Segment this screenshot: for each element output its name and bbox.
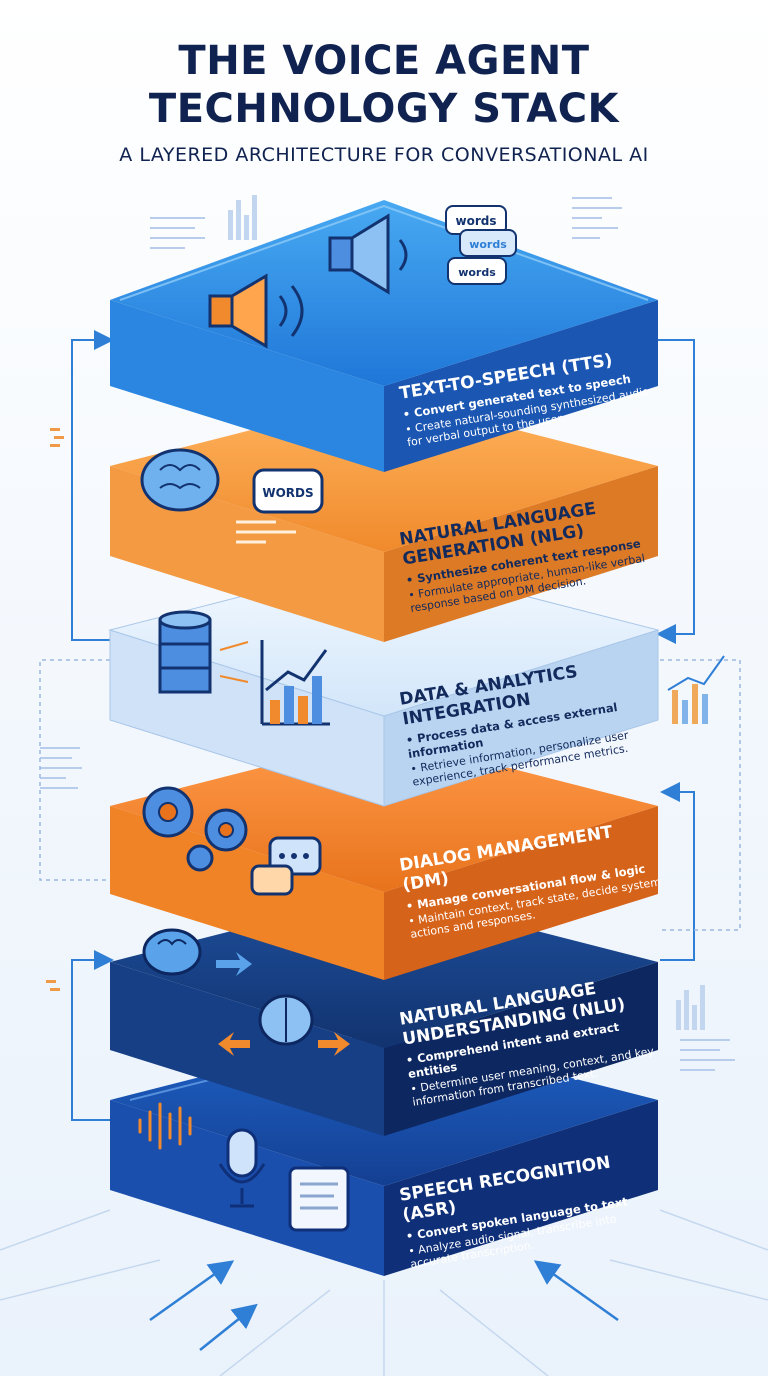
speaker-icon [208,273,304,349]
waveform-icon [138,1102,192,1150]
document-icon [288,1166,350,1232]
bar-chart-icon [260,640,330,726]
tts-words-label-3: words [458,266,496,279]
input-arrows-bottom [149,1260,619,1351]
layer-data-icons [158,610,330,726]
arrow-right-icon [216,952,252,976]
page-title-line-2: TECHNOLOGY STACK [148,86,620,132]
speaker-icon [328,213,408,295]
decor-lines-right-mid [680,1039,735,1071]
page-subtitle: A LAYERED ARCHITECTURE FOR CONVERSATIONA… [119,144,649,166]
layer-asr-icons [138,1102,350,1232]
nlg-words-label: WORDS [262,486,313,500]
decor-trend-chart-right [667,655,725,724]
decor-text-lines [236,520,296,544]
chat-bubbles-icon [250,836,322,896]
database-icon [158,610,212,694]
decor-bars-right-low [676,985,705,1030]
brain-icon [142,928,202,976]
decor-ticks-left [46,428,64,991]
decor-doc-lines-top-right [572,197,622,239]
words-bubble-icon: words words words [445,205,517,285]
gears-icon [142,786,248,872]
words-bubble-icon: WORDS [252,468,324,514]
decor-bars-top [228,195,257,240]
layer-tts-icons: words words words [208,205,517,349]
arrow-icons [219,641,249,683]
flow-line-left-lower [71,950,114,1121]
layer-nlg-icons: WORDS [140,448,324,544]
brain-icon [140,448,220,512]
layer-nlu-icons [142,928,350,1056]
flow-line-left-dashed [39,659,110,881]
decor-lines-left [40,747,82,789]
page-title-line-1: THE VOICE AGENT [178,38,590,84]
microphone-icon [218,1128,266,1208]
layer-tts [110,200,658,472]
tts-words-label-2: words [469,238,507,251]
flow-line-right-lower [660,782,695,961]
flow-line-right-upper [640,339,695,644]
layer-dm [110,736,658,980]
tts-words-label-1: words [456,214,497,228]
layer-dm-icons [142,786,322,896]
decor-doc-lines-top-left [150,217,205,249]
flow-line-right-dashed [660,659,741,931]
decor-grid-bottom [0,1209,768,1376]
flow-line-left-upper [71,330,114,641]
arrows-icon [218,1032,350,1056]
brain-icon [258,994,314,1046]
